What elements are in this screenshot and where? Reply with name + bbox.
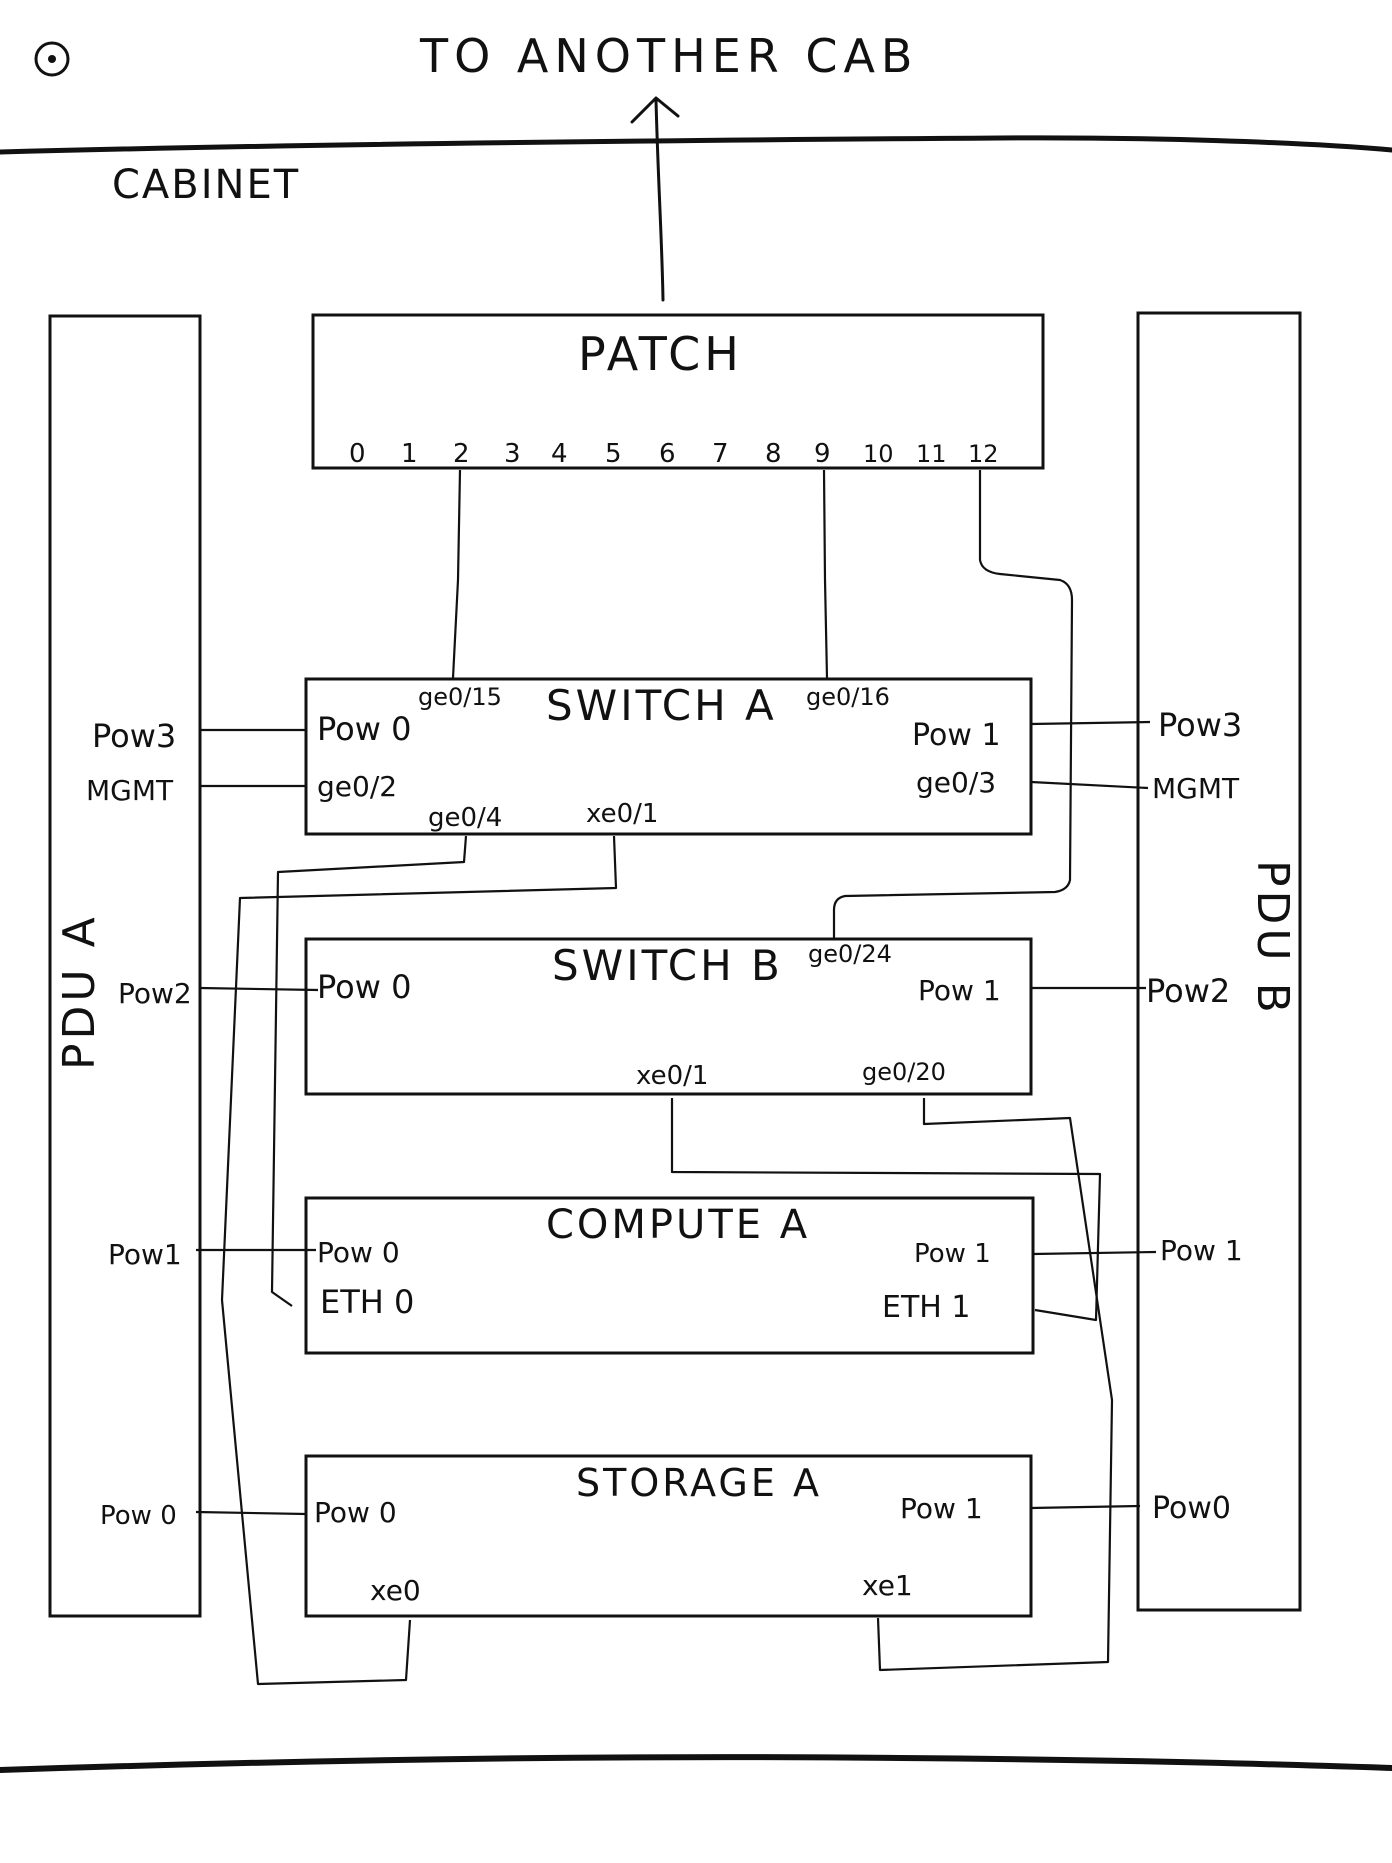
patch-port-8: 8: [765, 439, 782, 469]
patch-port-7: 7: [712, 439, 729, 469]
pdu-b-port-pow0: Pow0: [1152, 1491, 1231, 1526]
link-patch12-ge024: [832, 470, 1074, 940]
pdu-a-title: PDU A: [54, 913, 105, 1070]
link-patch9-ge016: [822, 469, 829, 679]
switch-a: [304, 677, 1033, 836]
patch-port-6: 6: [659, 439, 676, 469]
switch-a-port-xe01: xe0/1: [586, 799, 658, 829]
patch-title: PATCH: [578, 327, 743, 381]
patch-port-3: 3: [504, 439, 521, 469]
switch-b-port-pow0: Pow 0: [317, 968, 411, 1006]
switch-b-port-ge020: ge0/20: [862, 1058, 946, 1086]
storage-a-port-pow0: Pow 0: [314, 1496, 397, 1529]
pdu-a-port-mgmt: MGMT: [86, 774, 174, 807]
storage-a-port-xe0: xe0: [370, 1574, 421, 1607]
pdu-b-port-pow2: Pow2: [1146, 972, 1230, 1010]
switch-a-title: SWITCH A: [546, 681, 777, 730]
compute-a-port-eth1: ETH 1: [882, 1290, 970, 1325]
patch-port-10: 10: [863, 440, 894, 468]
target-icon: [34, 41, 70, 77]
patch-port-1: 1: [401, 439, 418, 469]
link-pdub-mgmt: [1030, 780, 1149, 790]
pdu-b-port-pow3: Pow3: [1158, 706, 1242, 744]
pdu-b-port-pow1: Pow 1: [1160, 1234, 1243, 1267]
patch-port-labels: 0 1 2 3 4 5 6 7 8 9 10 11 12: [349, 439, 999, 469]
cabinet-label: CABINET: [112, 162, 300, 208]
switch-b-title: SWITCH B: [552, 941, 783, 990]
link-ge04-eth0: [270, 835, 468, 1307]
pdu-a-port-pow1: Pow1: [108, 1238, 182, 1271]
switch-a-port-ge016: ge0/16: [806, 683, 890, 711]
compute-a: [304, 1196, 1035, 1355]
storage-a-port-xe1: xe1: [862, 1569, 913, 1602]
switch-b: [304, 937, 1033, 1096]
patch-port-0: 0: [349, 439, 366, 469]
switch-a-port-ge02: ge0/2: [317, 770, 397, 803]
pdu-a-port-pow3: Pow3: [92, 717, 176, 755]
compute-a-title: COMPUTE A: [546, 1202, 810, 1248]
patch-port-4: 4: [551, 439, 568, 469]
pdu-a-port-pow0: Pow 0: [100, 1501, 177, 1531]
pdu-b-title: PDU B: [1247, 860, 1298, 1017]
switch-a-port-pow1: Pow 1: [912, 718, 1001, 753]
patch-panel: [311, 313, 1045, 470]
link-switchb-xe01-ge020: [670, 1098, 1102, 1322]
link-pdub-pow1: [1032, 1250, 1157, 1256]
link-patch2-ge015: [451, 469, 462, 679]
storage-a-port-pow1: Pow 1: [900, 1492, 983, 1525]
cabinet-top-edge: [0, 135, 1392, 155]
patch-port-5: 5: [605, 439, 622, 469]
switch-a-port-ge04: ge0/4: [428, 803, 502, 833]
patch-port-12: 12: [968, 440, 999, 468]
pdu-a-port-pow2: Pow2: [118, 977, 192, 1010]
compute-a-port-pow0: Pow 0: [317, 1236, 400, 1269]
switch-b-port-ge024: ge0/24: [808, 940, 892, 968]
link-pdua-pow2: [199, 986, 319, 992]
destination-label: TO ANOTHER CAB: [419, 29, 919, 83]
storage-a: [304, 1454, 1033, 1618]
link-pdub-pow0: [1030, 1504, 1141, 1510]
switch-a-port-ge03: ge0/3: [916, 766, 996, 799]
link-pdub-pow3: [1030, 720, 1151, 726]
compute-a-port-eth0: ETH 0: [320, 1283, 414, 1321]
pdu-b-port-mgmt: MGMT: [1152, 772, 1240, 805]
patch-port-2: 2: [453, 439, 470, 469]
patch-port-11: 11: [916, 440, 947, 468]
switch-a-port-ge015: ge0/15: [418, 683, 502, 711]
storage-a-title: STORAGE A: [576, 1461, 822, 1505]
cabinet-bottom-edge: [0, 1754, 1392, 1773]
uplink-arrow: [630, 96, 680, 302]
compute-a-port-pow1: Pow 1: [914, 1239, 991, 1269]
link-xe01-storage-xe0: [220, 835, 618, 1686]
switch-b-port-xe01: xe0/1: [636, 1061, 708, 1091]
switch-a-port-pow0: Pow 0: [317, 710, 411, 748]
switch-b-port-pow1: Pow 1: [918, 974, 1001, 1007]
pdu-a-strip: [48, 314, 202, 1618]
patch-port-9: 9: [814, 439, 831, 469]
pdu-b-strip: [1136, 311, 1302, 1612]
link-pdua-pow0: [195, 1510, 307, 1516]
link-ge020-storage-xe1: [876, 1098, 1114, 1672]
